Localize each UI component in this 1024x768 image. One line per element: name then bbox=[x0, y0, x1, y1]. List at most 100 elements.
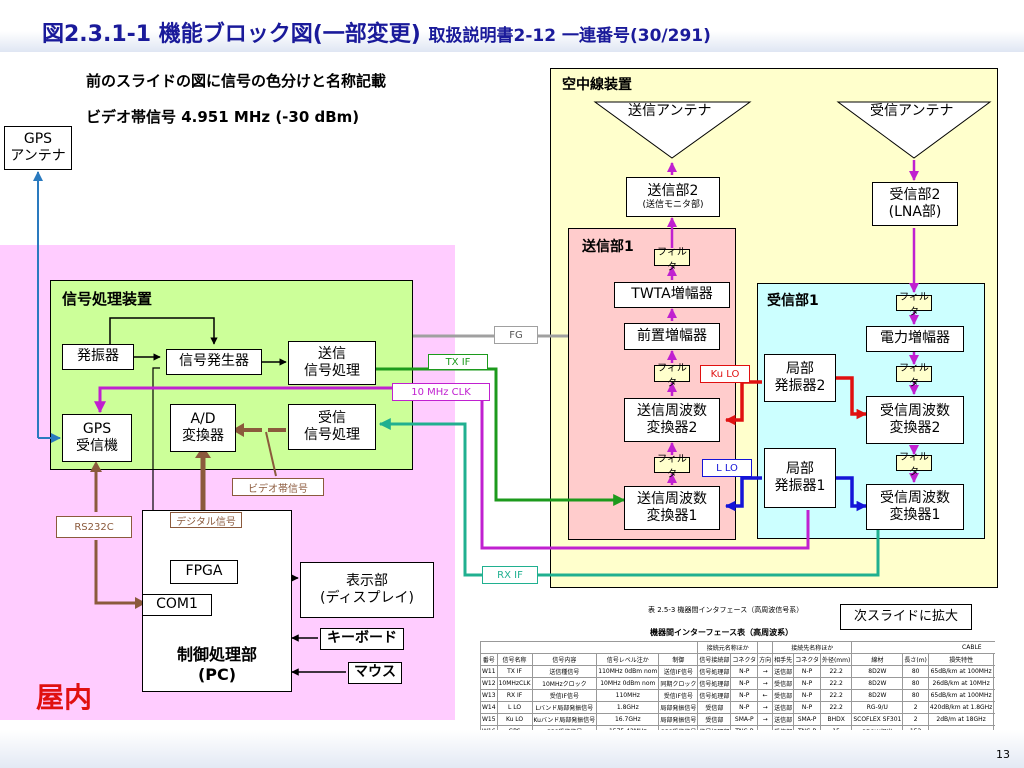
table-cell: W11 bbox=[480, 665, 498, 678]
signal-generator-block: 信号発生器 bbox=[166, 349, 262, 375]
table-header-row: 番号信号名称信号内容信号レベル注か制御信号接続部コネクタ方向相手先コネクタ外径(… bbox=[480, 653, 995, 666]
mouse-block: マウス bbox=[348, 662, 402, 684]
table-cell: N-P bbox=[730, 689, 759, 702]
group-header-destination: 接続先名称ほか bbox=[772, 641, 853, 654]
com1-block: COM1 bbox=[142, 594, 212, 616]
rx-antenna-triangle bbox=[836, 101, 992, 159]
rx-if-tag: RX IF bbox=[482, 566, 538, 584]
table-cell: W12 bbox=[480, 677, 498, 690]
signal-processor-label: 信号処理装置 bbox=[62, 290, 153, 308]
table-header-cell: 損失特性 bbox=[927, 653, 995, 666]
table-cell: W13 bbox=[480, 689, 498, 702]
table-cell: 10MHz 0dBm nom bbox=[596, 677, 660, 690]
table-cell: 1.8GHz bbox=[596, 701, 660, 714]
table-cell: 8D2W bbox=[851, 677, 904, 690]
table-cell: W14 bbox=[480, 701, 498, 714]
tx-if-tag: TX IF bbox=[428, 354, 488, 370]
table-cell: 送信部 bbox=[772, 701, 795, 714]
interface-table-caption: 表 2.5-3 機器間インタフェース（高周波信号系） bbox=[648, 606, 804, 614]
gps-antenna: GPS アンテナ bbox=[4, 126, 72, 170]
table-cell: 16.7GHz bbox=[596, 713, 660, 726]
table-cell: Kuバンド局部発振信号 bbox=[531, 713, 598, 726]
group-header-source: 接続元名称ほか bbox=[697, 641, 759, 654]
table-cell: 受信IF信号 bbox=[658, 689, 699, 702]
filter-rx-mid: フィルタ bbox=[896, 363, 932, 389]
preamplifier-block: 前置増幅器 bbox=[624, 323, 720, 350]
table-cell: N-P bbox=[730, 665, 759, 678]
rx-unit-2-block: 受信部2 (LNA部) bbox=[872, 182, 958, 226]
rx-freq-converter-2-block: 受信周波数 変換器2 bbox=[866, 396, 964, 444]
table-cell: TX IF bbox=[496, 665, 533, 678]
table-cell: 送信部 bbox=[772, 665, 795, 678]
table-cell: → bbox=[757, 701, 774, 714]
power-amplifier-block: 電力増幅器 bbox=[866, 326, 964, 352]
indoor-label: 屋内 bbox=[36, 681, 93, 714]
rx-signal-processing-block: 受信 信号処理 bbox=[288, 404, 376, 450]
oscillator-block: 発振器 bbox=[62, 344, 134, 370]
filter-tx-mid: フィルタ bbox=[654, 363, 690, 389]
tx-unit-2-sublabel: (送信モニタ部) bbox=[642, 200, 704, 211]
table-cell: 2 bbox=[902, 713, 929, 726]
table-cell: SMA-P bbox=[730, 713, 759, 726]
table-cell: 信号処理部 bbox=[697, 665, 732, 678]
title-bar bbox=[0, 0, 1024, 52]
twta-amplifier-block: TWTA増幅器 bbox=[614, 282, 730, 308]
digital-signal-tag: デジタル信号 bbox=[170, 512, 242, 528]
table-header-cell: 制御 bbox=[658, 653, 699, 666]
next-slide-enlarge-note: 次スライドに拡大 bbox=[840, 604, 972, 630]
table-cell: SMA-P bbox=[793, 713, 821, 726]
gps-receiver-block: GPS 受信機 bbox=[62, 414, 132, 462]
page-number: 13 bbox=[996, 748, 1010, 761]
control-processor-label: 制御処理部 (PC) bbox=[176, 645, 257, 684]
rs232c-tag: RS232C bbox=[56, 516, 132, 538]
table-cell: 5.2 bbox=[993, 689, 995, 702]
table-cell: 同期クロック bbox=[658, 677, 699, 690]
table-cell: 0.8 bbox=[993, 701, 995, 714]
table-cell: 8D2W bbox=[851, 689, 904, 702]
table-cell: 送信種信号 bbox=[531, 665, 598, 678]
table-header-cell: 相手先 bbox=[772, 653, 795, 666]
table-cell: N-P bbox=[793, 677, 821, 690]
table-cell: L LO bbox=[496, 701, 533, 714]
table-cell: 局部発振信号 bbox=[658, 713, 699, 726]
table-cell: 2.1 bbox=[993, 677, 995, 690]
table-header-cell: 信号接続部 bbox=[697, 653, 732, 666]
table-header-cell: 方向 bbox=[757, 653, 774, 666]
table-cell: 80 bbox=[902, 665, 929, 678]
table-header-cell: 線材 bbox=[851, 653, 904, 666]
table-cell: 22.2 bbox=[819, 677, 853, 690]
table-cell: Ku LO bbox=[496, 713, 533, 726]
table-cell: W15 bbox=[480, 713, 498, 726]
table-cell: 65dB/km at 100MHz bbox=[927, 689, 995, 702]
table-cell: 受信IF信号 bbox=[531, 689, 598, 702]
bottom-bar bbox=[0, 730, 1024, 768]
table-cell: 2dB/m at 18GHz bbox=[927, 713, 995, 726]
table-header-cell: 番号 bbox=[480, 653, 498, 666]
table-cell: SCOFLEX SF301 bbox=[851, 713, 904, 726]
table-cell: 26dB/km at 10MHz bbox=[927, 677, 995, 690]
fpga-block: FPGA bbox=[170, 560, 238, 584]
table-cell: N-P bbox=[730, 701, 759, 714]
table-cell: 局部発振信号 bbox=[658, 701, 699, 714]
keyboard-block: キーボード bbox=[320, 628, 404, 650]
transmitter-label: 送信部1 bbox=[582, 239, 634, 255]
table-header-cell: 信号内容 bbox=[531, 653, 598, 666]
table-header-cell: 信号名称 bbox=[496, 653, 533, 666]
table-cell: 信号処理部 bbox=[697, 677, 732, 690]
filter-rx-top: フィルタ bbox=[896, 292, 932, 318]
group-header-cable: CABLE bbox=[851, 641, 995, 654]
ku-lo-tag: Ku LO bbox=[700, 365, 750, 383]
table-cell: N-P bbox=[793, 689, 821, 702]
table-header-cell: 信号レベル注か bbox=[596, 653, 660, 666]
rx-antenna-label: 受信アンテナ bbox=[870, 103, 954, 119]
table-cell: 110MHz 0dBm nom bbox=[596, 665, 660, 678]
table-cell: 22.2 bbox=[819, 689, 853, 702]
tx-freq-converter-2-block: 送信周波数 変換器2 bbox=[624, 398, 720, 442]
table-cell: 65dB/km at 100MHz bbox=[927, 665, 995, 678]
receiver-label: 受信部1 bbox=[767, 293, 819, 309]
table-cell: 80 bbox=[902, 689, 929, 702]
